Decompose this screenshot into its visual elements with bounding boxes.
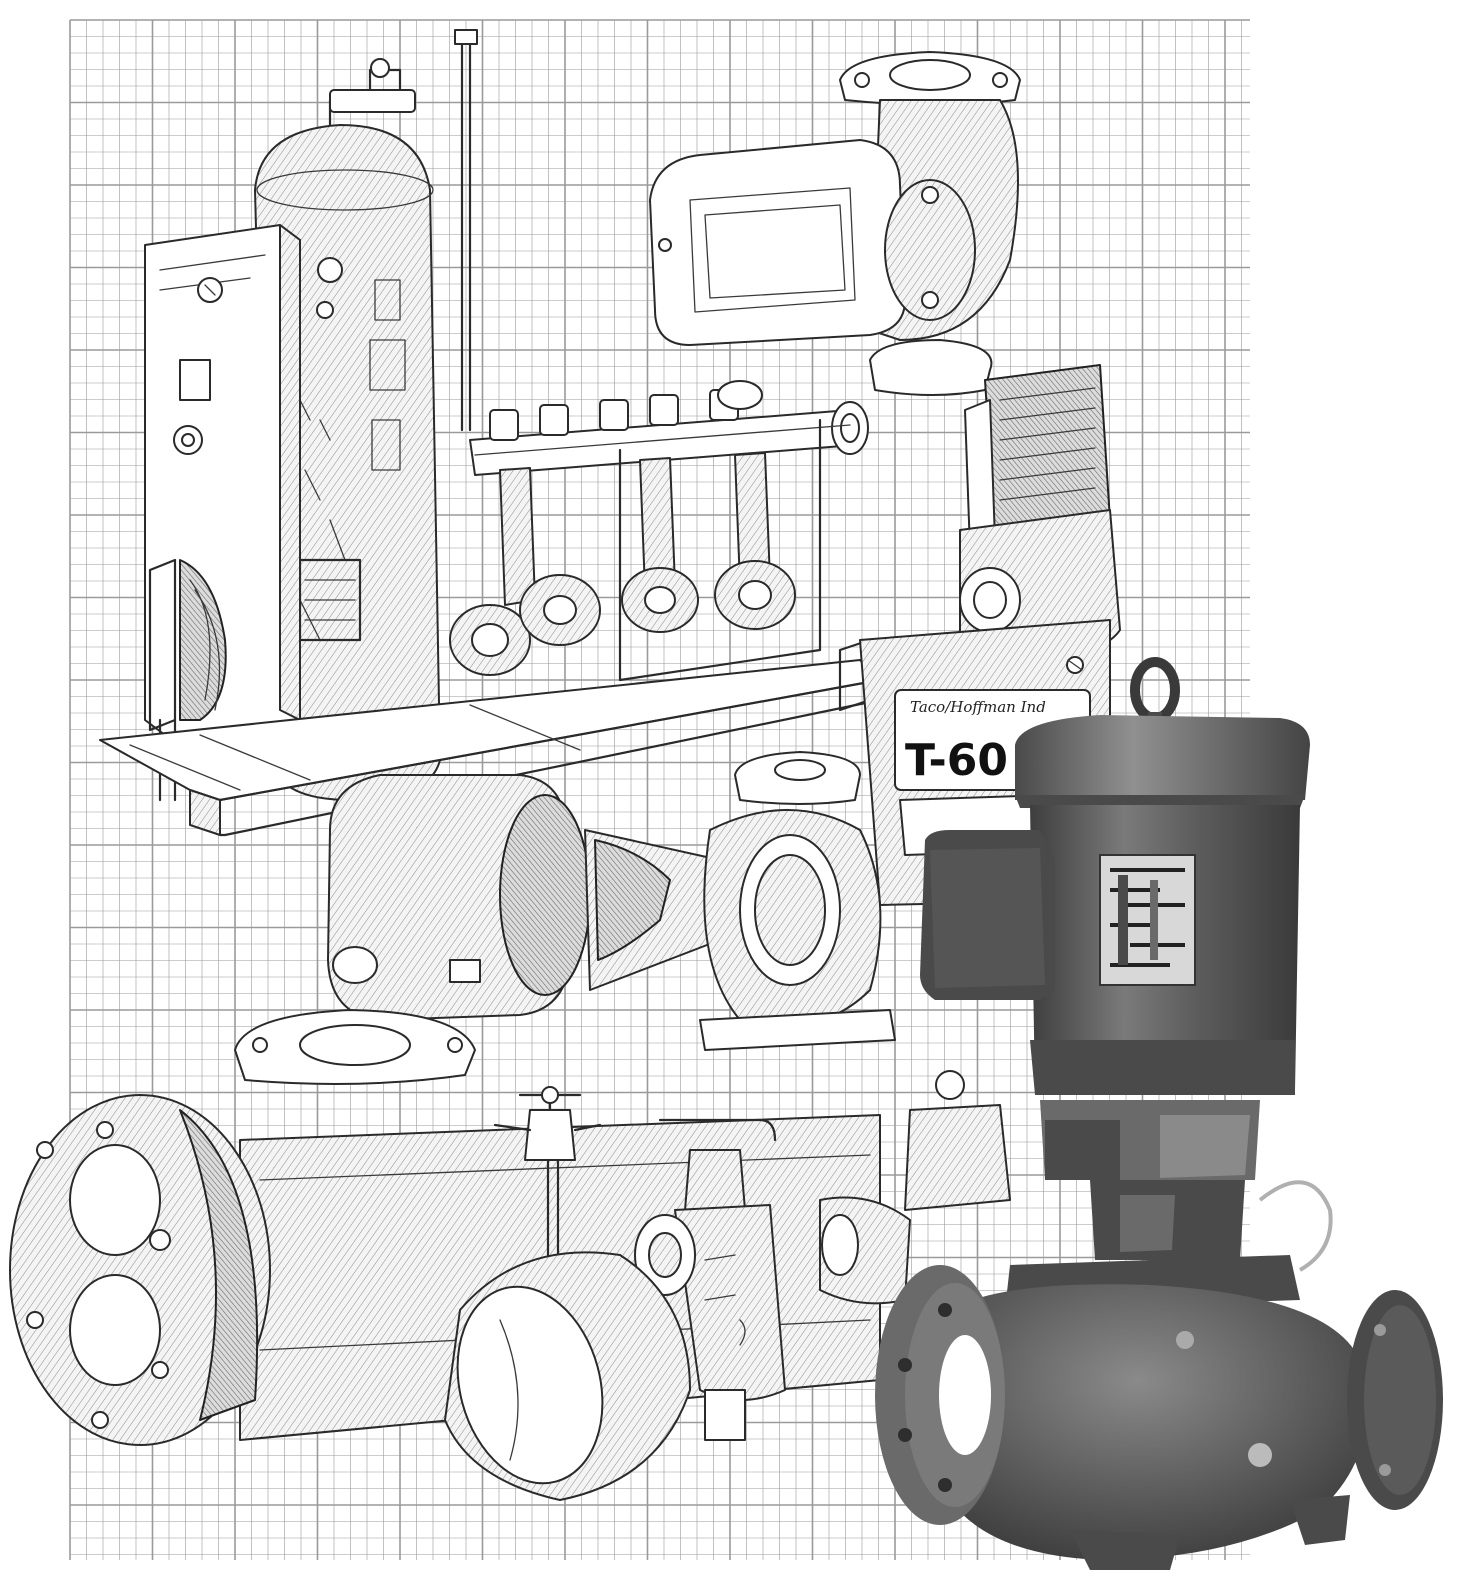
- skid-frame-drawing: [99, 638, 882, 837]
- label-card-model: T-60: [905, 735, 1008, 786]
- handwheel-valve-drawing: [493, 1086, 602, 1262]
- inline-circulator-drawing: [649, 51, 1021, 396]
- steam-trap-drawing: [634, 1118, 786, 1441]
- pipe-section-drawing: [444, 1251, 691, 1501]
- end-suction-pump-drawing: [327, 751, 896, 1051]
- control-panel-drawing: [144, 224, 301, 802]
- angle-valve-drawing: [819, 1070, 1011, 1305]
- pressure-tank-drawing: [254, 29, 478, 801]
- vertical-inline-pump-photo: [875, 657, 1443, 1570]
- booster-pump-drawing: [449, 380, 869, 682]
- zone-valve-drawing: [958, 364, 1121, 666]
- label-card-brand: Taco/Hoffman Ind: [910, 698, 1046, 716]
